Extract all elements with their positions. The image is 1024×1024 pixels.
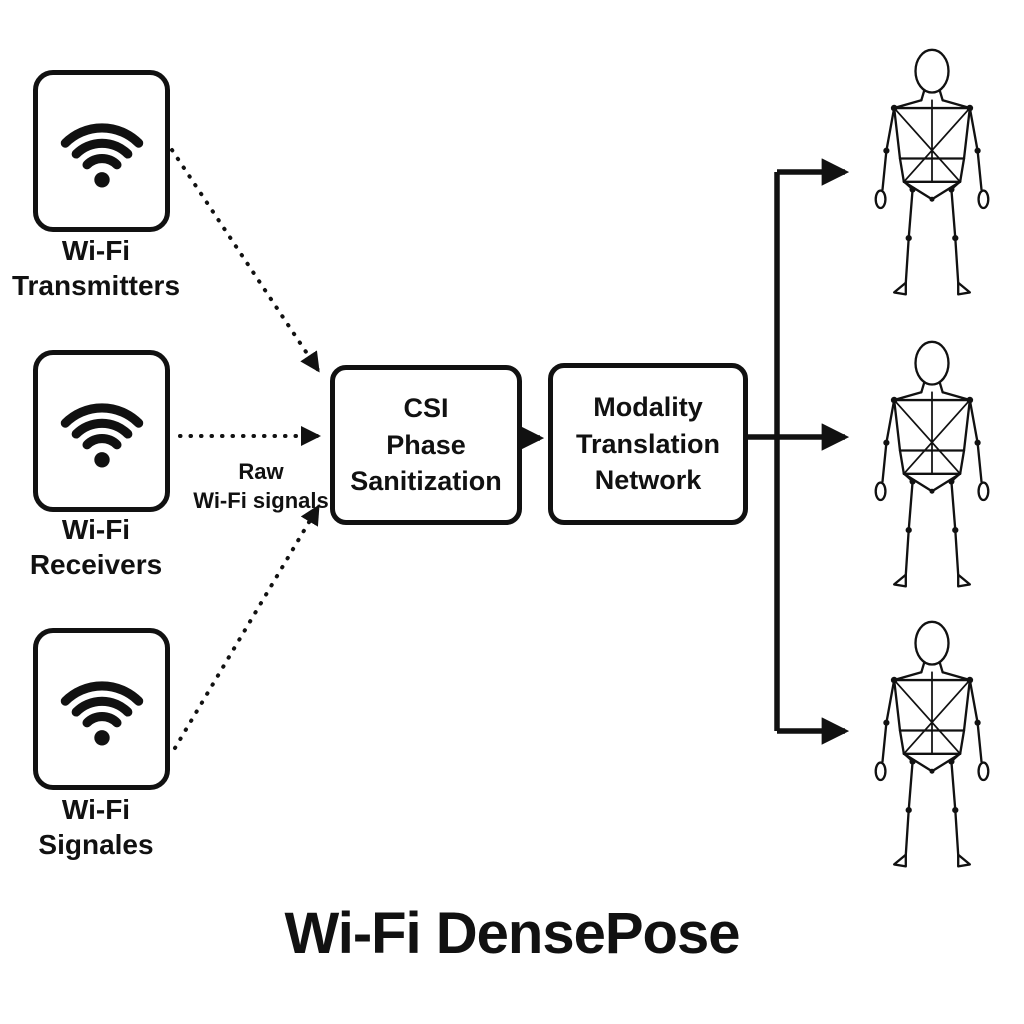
- label-line: Transmitters: [11, 270, 181, 301]
- diagram-title: Wi-Fi DensePose: [284, 901, 740, 966]
- label-line: Receivers: [29, 549, 163, 580]
- wifi-icon: [54, 383, 150, 479]
- wifi-signals-box: [33, 628, 170, 790]
- box-line: Sanitization: [350, 466, 502, 497]
- wifi-icon: [54, 661, 150, 757]
- label-line: Wi-Fi: [61, 794, 131, 825]
- box-line: Modality: [593, 392, 703, 423]
- label-line: Wi-Fi: [61, 235, 131, 266]
- box-line: CSI: [403, 393, 449, 424]
- annotation-line: Wi-Fi signals: [193, 487, 329, 513]
- human-pose-figure: [874, 620, 990, 868]
- box-line: Phase: [386, 429, 466, 460]
- wifi-transmitters-box: [33, 70, 170, 232]
- wifi-receivers-box: [33, 350, 170, 512]
- wifi-icon: [54, 103, 150, 199]
- box-line: Network: [594, 465, 702, 496]
- box-line: Translation: [575, 428, 721, 459]
- wifi-signals-label: Wi-Fi Signales: [0, 792, 211, 862]
- annotation-line: Raw: [238, 459, 284, 484]
- label-line: Signales: [38, 829, 154, 860]
- human-pose-figure: [874, 340, 990, 588]
- wifi-receivers-label: Wi-Fi Receivers: [0, 512, 211, 582]
- human-pose-figure: [874, 48, 990, 296]
- csi-phase-sanitization-box: CSI Phase Sanitization: [330, 365, 522, 525]
- modality-translation-network-box: Modality Translation Network: [548, 363, 748, 525]
- label-line: Wi-Fi: [61, 514, 131, 545]
- wifi-transmitters-label: Wi-Fi Transmitters: [0, 233, 211, 303]
- raw-signals-annotation: Raw Wi-Fi signals: [186, 458, 336, 515]
